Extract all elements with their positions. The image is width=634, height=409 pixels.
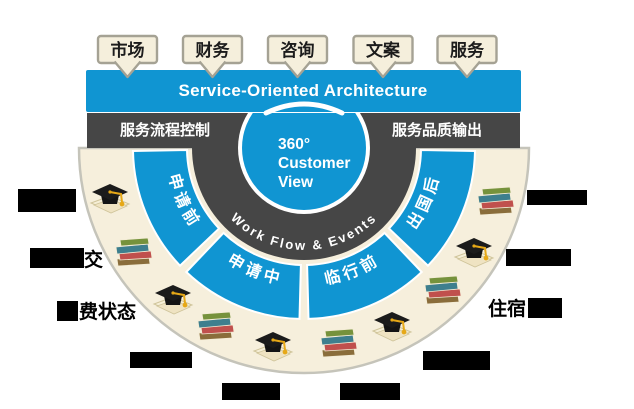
process-control-label: 服务流程控制: [120, 121, 210, 139]
hub-arch-highlight: [263, 101, 345, 116]
book-stack-icon: [424, 275, 462, 305]
department-tabs: 市场 财务 咨询 文案 服务: [96, 34, 498, 79]
service-label-partial: 费状态: [57, 300, 136, 323]
service-label-partial: 交: [30, 248, 103, 271]
dept-tab-label: 市场: [111, 40, 145, 60]
svg-text:住宿: 住宿: [488, 297, 526, 320]
dept-tab-finance: 财务: [181, 34, 244, 79]
book-stack-icon: [477, 186, 515, 216]
customer-view-line3: View: [278, 174, 314, 191]
service-label-redacted: [527, 190, 587, 205]
soa-banner: [86, 70, 521, 112]
service-label-redacted: [18, 189, 76, 212]
stage-sector-pre-departure: [306, 231, 424, 320]
dept-tab-service: 服务: [436, 34, 498, 79]
dept-tab-documentation: 文案: [352, 34, 414, 79]
svg-text:费状态: 费状态: [79, 300, 136, 323]
customer-view-line2: Customer: [278, 155, 350, 172]
dept-tab-label: 咨询: [281, 40, 315, 60]
soa-banner-title: Service-Oriented Architecture: [179, 81, 428, 100]
stage-sector-in-application: [184, 231, 302, 320]
outer-service-labels: 交 费状态 住宿: [18, 189, 587, 400]
dept-tab-consulting: 咨询: [266, 34, 329, 79]
book-stack-icon: [197, 311, 235, 341]
service-label-redacted: [130, 352, 192, 368]
dept-tab-label: 财务: [195, 40, 231, 60]
dept-tab-label: 文案: [366, 40, 401, 60]
dept-tab-label: 服务: [450, 40, 485, 60]
book-stack-icon: [320, 328, 358, 358]
service-label-partial: 住宿: [488, 297, 562, 320]
svg-text:交: 交: [84, 248, 103, 271]
customer-view-circle: [242, 113, 366, 210]
service-label-redacted: [340, 383, 400, 400]
service-label-redacted: [222, 383, 280, 400]
customer-view-line1: 360°: [278, 136, 310, 153]
service-label-redacted: [506, 249, 571, 266]
book-stack-icon: [115, 237, 153, 267]
stage-sector-pre-application: [131, 148, 221, 268]
dept-tab-market: 市场: [96, 34, 159, 79]
quality-output-label: 服务品质输出: [392, 121, 482, 139]
stage-sector-abroad: [387, 148, 477, 268]
service-label-redacted: [423, 351, 490, 370]
